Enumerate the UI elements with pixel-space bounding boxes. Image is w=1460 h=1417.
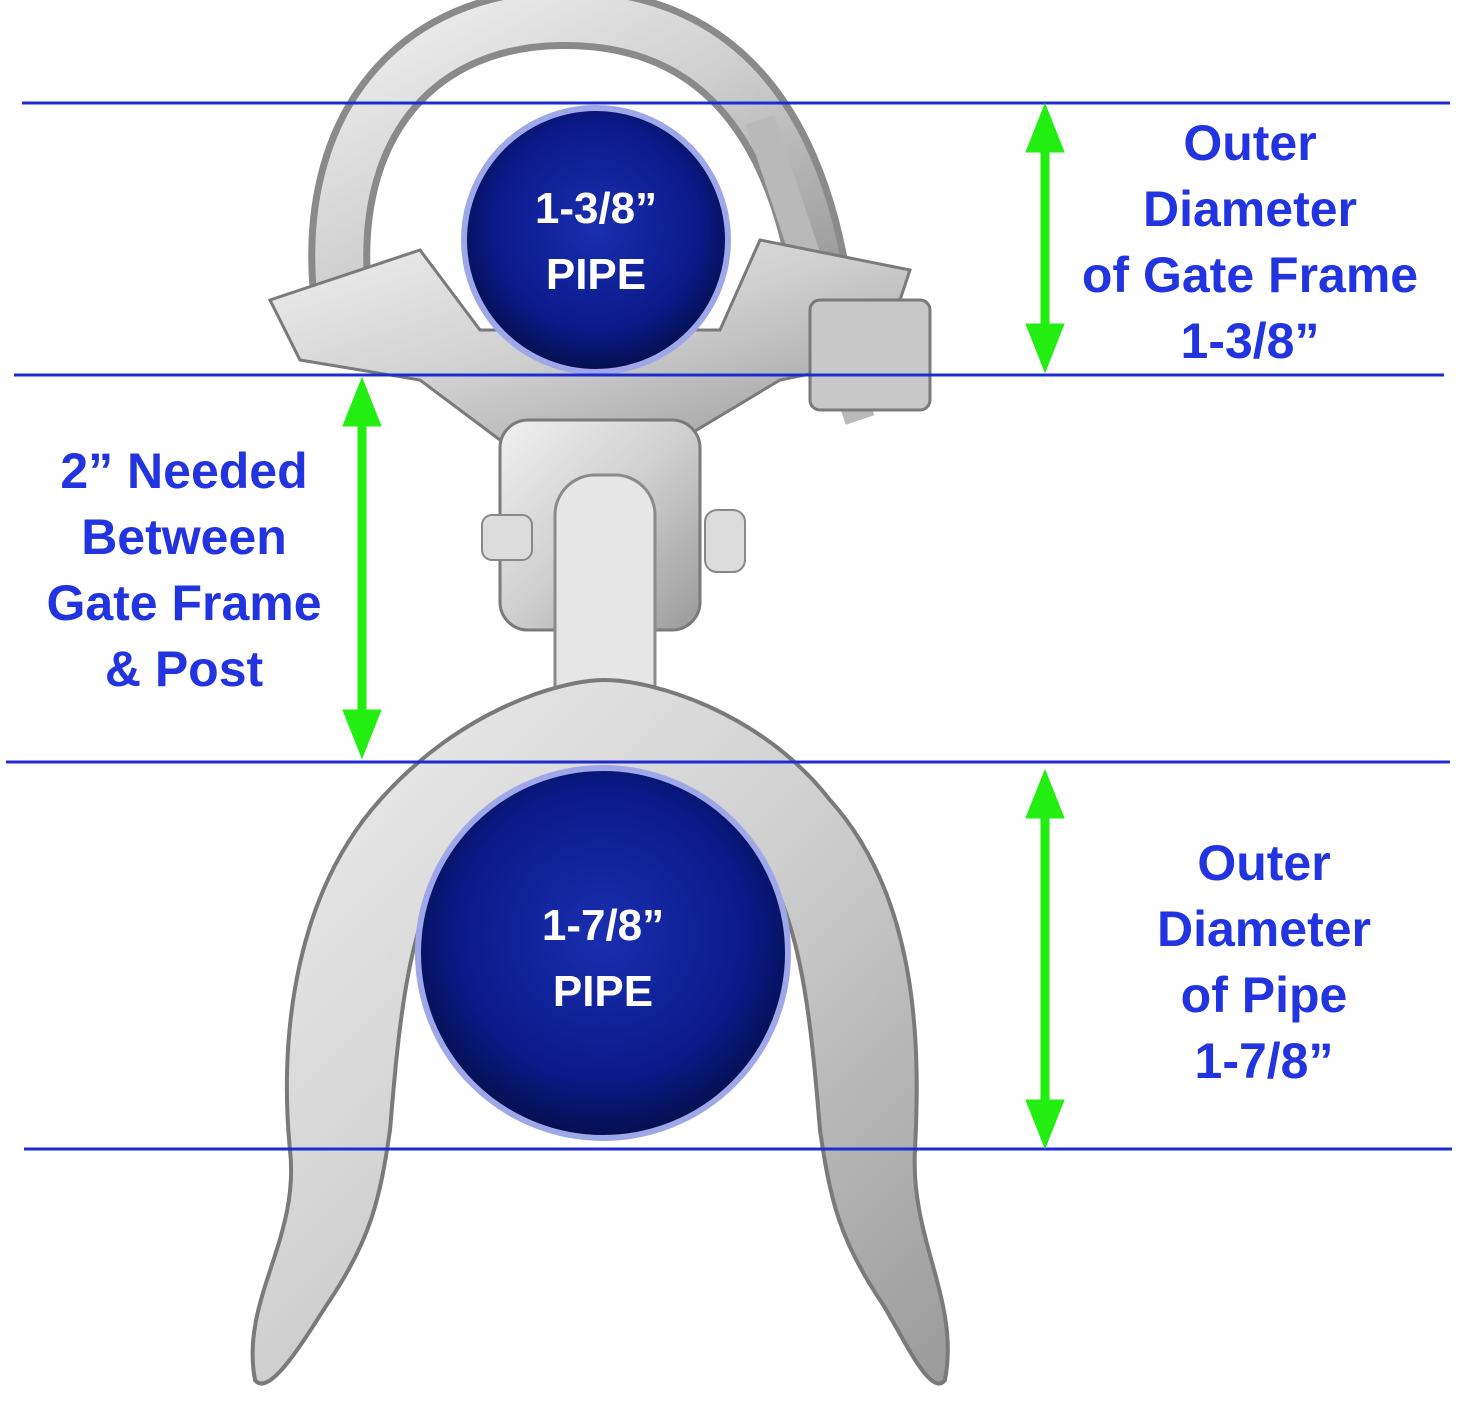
bottom-pipe-size: 1-7/8” bbox=[541, 901, 665, 950]
gap-label-line2: Between bbox=[81, 509, 287, 565]
bottom-pipe-cross-section bbox=[415, 765, 791, 1141]
pipe-label-line1: Outer bbox=[1197, 835, 1331, 891]
double-arrow-icon bbox=[1025, 102, 1065, 374]
bottom-pipe-kind: PIPE bbox=[552, 967, 654, 1016]
gap-needed-label: 2” Needed Between Gate Frame & Post bbox=[14, 438, 354, 702]
gate-frame-label-line2: Diameter bbox=[1143, 181, 1357, 237]
gap-label-line1: 2” Needed bbox=[60, 443, 308, 499]
gate-frame-label-line1: Outer bbox=[1183, 115, 1317, 171]
top-pipe-label: 1-3/8” PIPE bbox=[496, 176, 696, 308]
gap-label-line4: & Post bbox=[104, 641, 264, 697]
double-arrow-icon bbox=[342, 376, 382, 760]
bottom-pipe-label: 1-7/8” PIPE bbox=[503, 893, 703, 1025]
hinge-body bbox=[481, 418, 746, 737]
top-pipe-kind: PIPE bbox=[545, 250, 647, 299]
pipe-diameter-label: Outer Diameter of Pipe 1-7/8” bbox=[1104, 830, 1424, 1094]
pipe-label-line2: Diameter bbox=[1157, 901, 1371, 957]
pipe-label-line4: 1-7/8” bbox=[1194, 1033, 1334, 1089]
gap-label-line3: Gate Frame bbox=[46, 575, 322, 631]
gate-frame-label-line3: of Gate Frame bbox=[1081, 247, 1419, 303]
top-pipe-size: 1-3/8” bbox=[534, 184, 658, 233]
pipe-label-line3: of Pipe bbox=[1180, 967, 1348, 1023]
gate-frame-label-line4: 1-3/8” bbox=[1180, 313, 1320, 369]
gate-frame-diameter-label: Outer Diameter of Gate Frame 1-3/8” bbox=[1060, 110, 1440, 374]
double-arrow-icon bbox=[1025, 768, 1065, 1150]
top-pipe-cross-section bbox=[461, 105, 731, 375]
